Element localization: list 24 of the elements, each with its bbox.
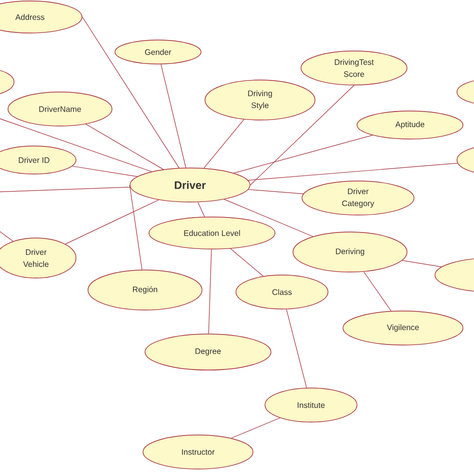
connector-line xyxy=(160,64,186,168)
connector-line xyxy=(82,16,180,168)
connector-line xyxy=(248,189,304,194)
attribute-ellipse xyxy=(456,144,474,176)
connector-line xyxy=(224,199,314,237)
connector-line xyxy=(402,260,442,268)
connector-line xyxy=(86,124,164,170)
connector-line xyxy=(204,119,244,168)
attribute-ellipse xyxy=(434,258,474,292)
connector-line xyxy=(248,162,458,181)
connector-line xyxy=(0,116,152,172)
connector-line xyxy=(72,166,138,177)
connector-line xyxy=(198,202,205,218)
connector-line xyxy=(129,184,142,270)
connector-line xyxy=(230,248,264,276)
connector-line xyxy=(233,134,373,174)
connector-line xyxy=(363,271,392,312)
connector-line xyxy=(231,418,280,438)
connector-line xyxy=(65,200,159,244)
connector-line xyxy=(286,308,307,388)
connector-line xyxy=(0,186,130,192)
attribute-ellipse xyxy=(456,78,474,106)
connector-line xyxy=(250,85,354,186)
connector-line xyxy=(208,249,212,334)
